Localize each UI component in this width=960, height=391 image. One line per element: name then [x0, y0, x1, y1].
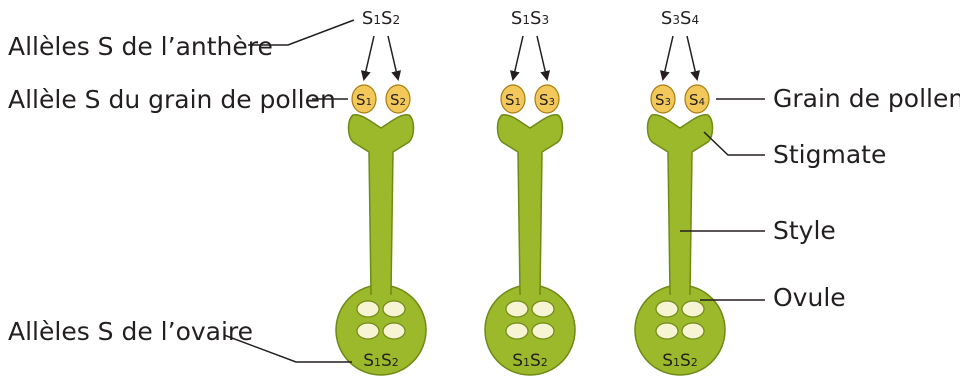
anther-genotype: S3S4 — [661, 8, 699, 29]
ovule — [383, 301, 405, 317]
label-anther-alleles: Allèles S de l’anthère — [8, 32, 273, 61]
ovule — [357, 301, 379, 317]
style-stigma — [349, 115, 414, 294]
leader-stigma — [704, 132, 765, 155]
label-ovary-alleles: Allèles S de l’ovaire — [8, 317, 253, 346]
anther-genotype: S1S3 — [511, 8, 549, 29]
ovule — [656, 323, 678, 339]
ovule — [682, 301, 704, 317]
ovule — [656, 301, 678, 317]
arrow — [663, 36, 673, 79]
ovule — [383, 323, 405, 339]
ovule — [682, 323, 704, 339]
ovule — [532, 323, 554, 339]
label-grain-allele: Allèle S du grain de pollen — [8, 85, 336, 114]
arrow — [364, 36, 374, 79]
arrow — [687, 36, 697, 79]
label-stigma: Stigmate — [773, 140, 886, 169]
style-base — [372, 288, 390, 300]
label-style: Style — [773, 216, 836, 245]
arrow — [388, 36, 398, 79]
style-base — [521, 288, 539, 300]
style-stigma — [498, 115, 563, 294]
label-ovule: Ovule — [773, 283, 846, 312]
ovule — [357, 323, 379, 339]
label-pollen-grain: Grain de pollen — [773, 84, 960, 113]
ovule — [506, 301, 528, 317]
ovule — [532, 301, 554, 317]
style-base — [671, 288, 689, 300]
arrow — [537, 36, 547, 79]
ovule — [506, 323, 528, 339]
anther-genotype: S1S2 — [362, 8, 400, 29]
arrow — [513, 36, 523, 79]
style-stigma — [648, 115, 713, 294]
